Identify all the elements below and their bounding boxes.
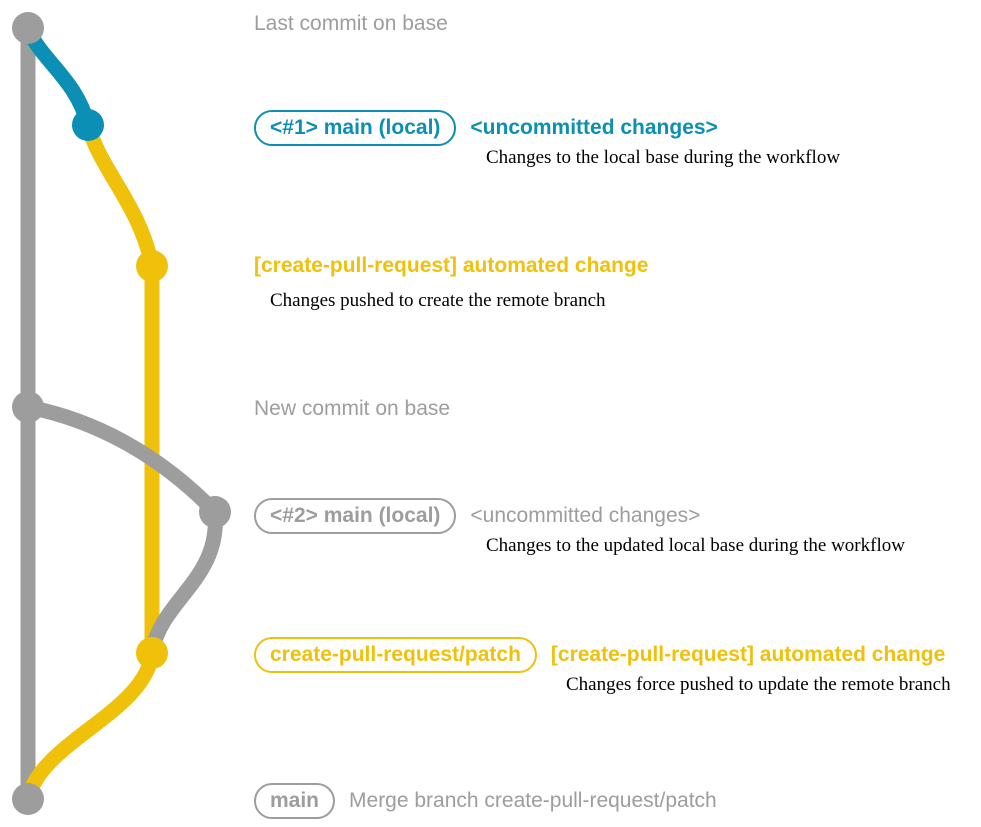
commit-headline: Last commit on base: [254, 12, 448, 35]
edge-local2-to-patch2: [144, 504, 223, 661]
row-merge-branch: main Merge branch create-pull-request/pa…: [254, 783, 717, 819]
branch-badge-main[interactable]: main: [254, 783, 336, 819]
node-base-new: [12, 391, 44, 423]
commit-headline: [create-pull-request] automated change: [550, 643, 946, 666]
node-local-2: [199, 496, 231, 528]
commit-subtext-local-1: Changes to the local base during the wor…: [486, 147, 841, 168]
node-local-1: [72, 109, 104, 141]
row-new-commit-on-base: New commit on base: [254, 398, 450, 419]
branch-badge-main-local-2[interactable]: <#2> main (local): [254, 498, 457, 534]
row-automated-change-1: [create-pull-request] automated change: [254, 255, 648, 276]
commit-headline: Merge branch create-pull-request/patch: [349, 789, 717, 812]
node-base-head: [12, 12, 44, 44]
node-patch-commit-2: [136, 637, 168, 669]
branch-badge-create-pull-request-patch[interactable]: create-pull-request/patch: [254, 637, 537, 673]
commit-subtext-automated-1: Changes pushed to create the remote bran…: [270, 290, 606, 311]
edge-base-to-local1: [20, 20, 96, 133]
row-local-uncommitted-1: <#1> main (local) <uncommitted changes>: [254, 110, 718, 146]
commit-headline: New commit on base: [254, 397, 451, 420]
commit-headline: [create-pull-request] automated change: [254, 254, 649, 277]
branch-badge-main-local-1[interactable]: <#1> main (local): [254, 110, 457, 146]
commit-headline: <uncommitted changes>: [470, 116, 718, 139]
commit-subtext-automated-2: Changes force pushed to update the remot…: [566, 674, 951, 695]
commit-headline: <uncommitted changes>: [470, 504, 701, 527]
node-merge-commit: [12, 783, 44, 815]
row-automated-change-2: create-pull-request/patch [create-pull-r…: [254, 637, 945, 673]
row-local-uncommitted-2: <#2> main (local) <uncommitted changes>: [254, 498, 700, 534]
edge-patch2-to-merge: [20, 645, 160, 807]
row-last-commit-on-base: Last commit on base: [254, 13, 448, 34]
commit-subtext-local-2: Changes to the updated local base during…: [486, 535, 905, 556]
edge-local1-to-patch1: [80, 117, 160, 274]
edge-basenew-to-local2: [20, 399, 223, 520]
node-patch-commit-1: [136, 250, 168, 282]
